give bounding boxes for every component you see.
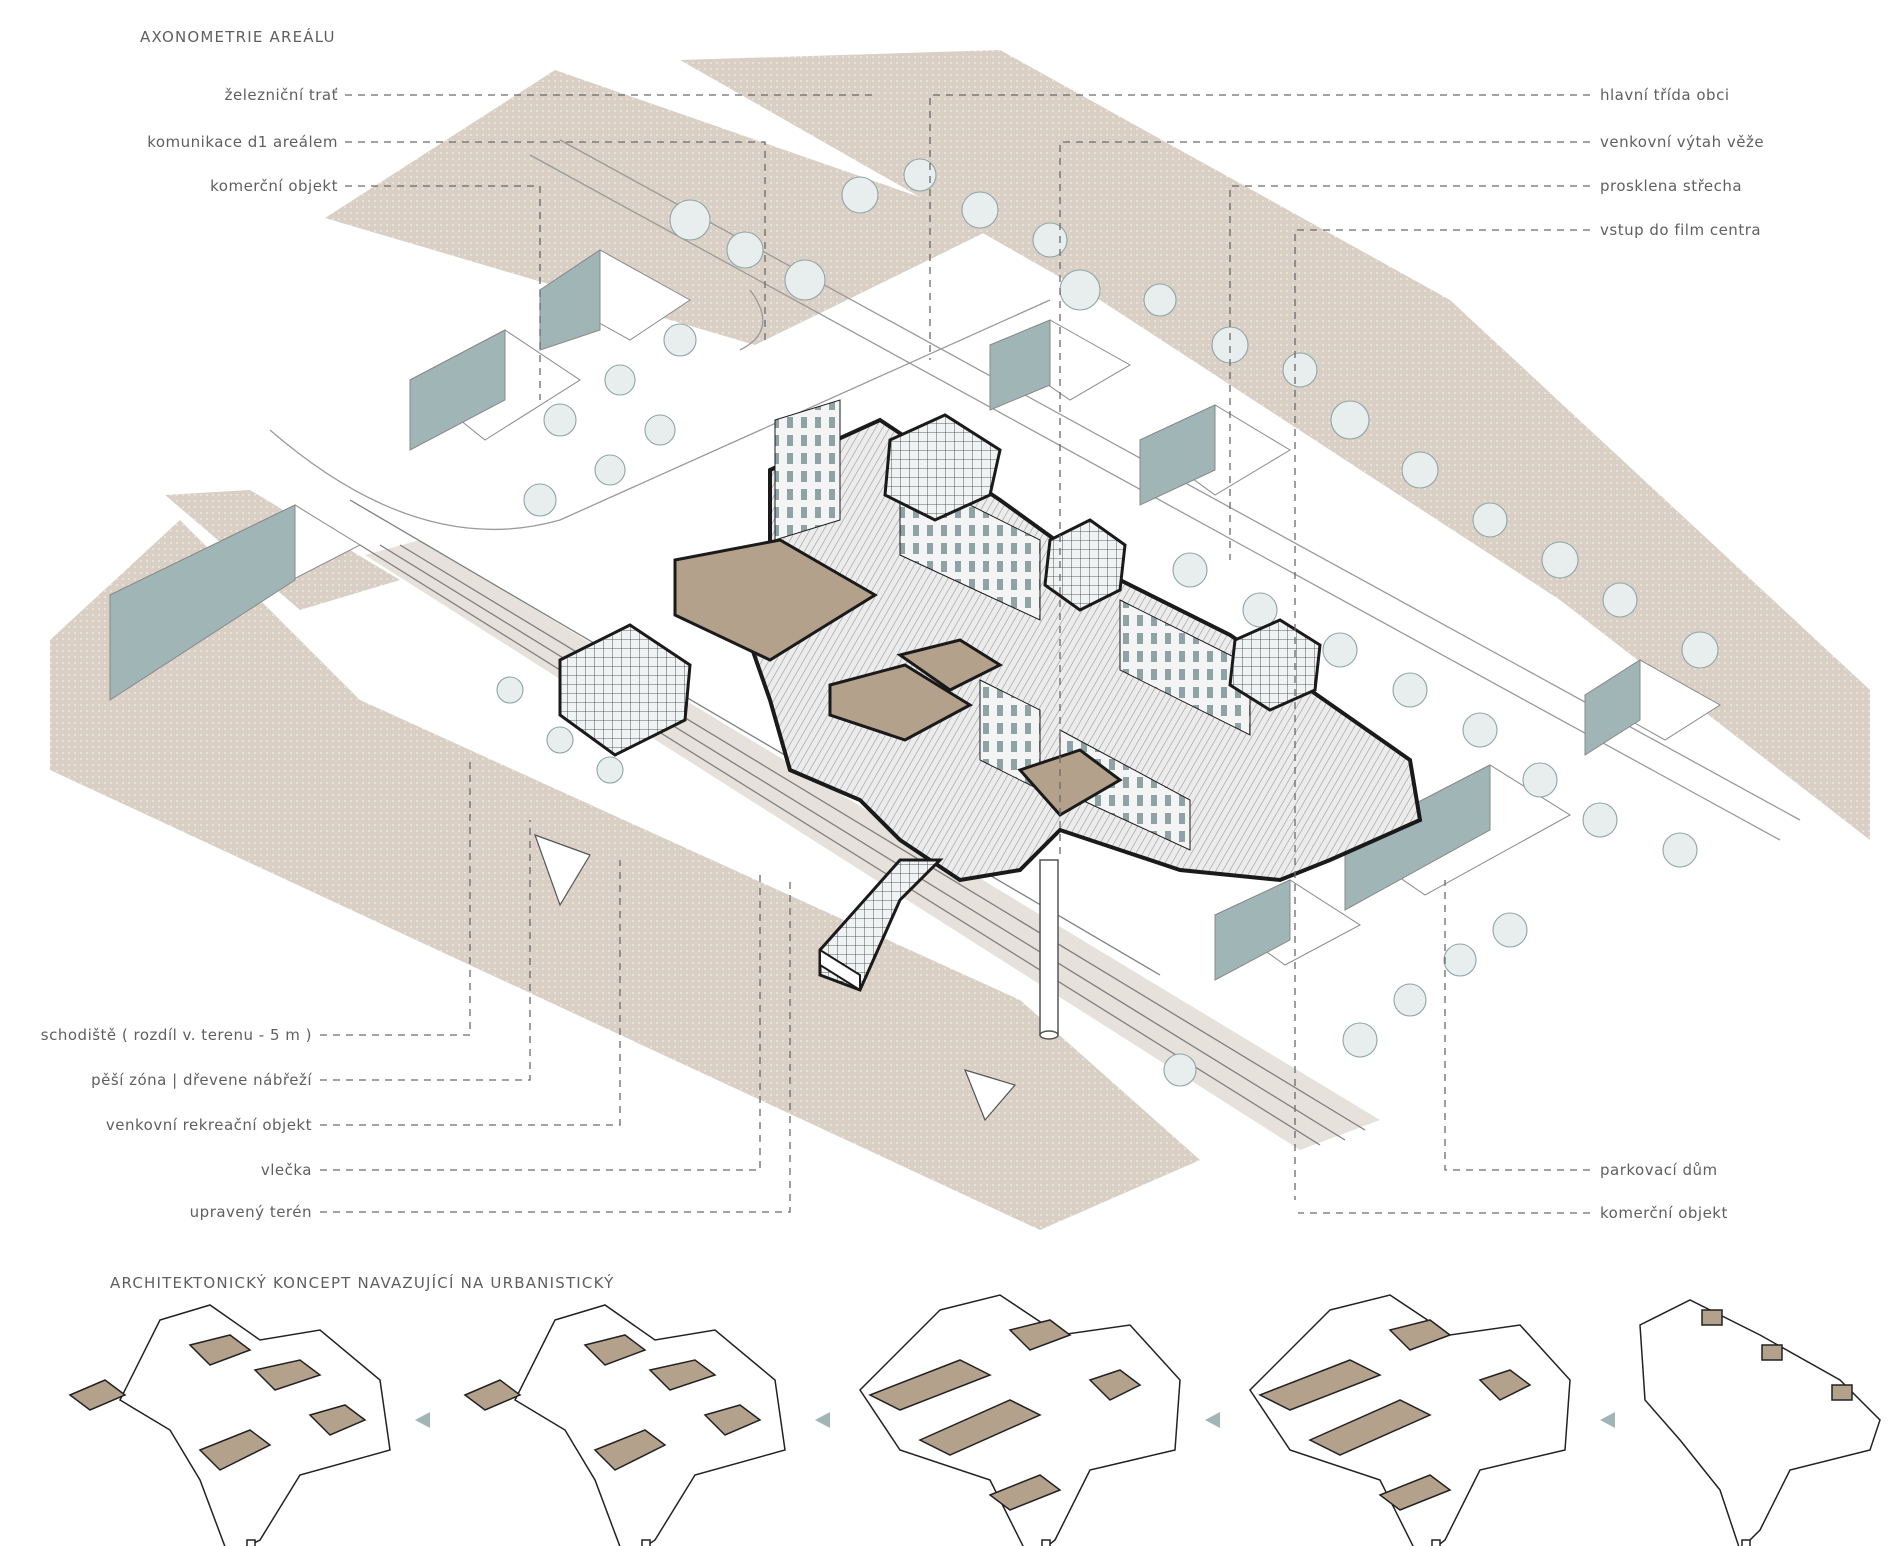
glass-box-right (1228, 618, 1322, 712)
concept-stage-3 (859, 1294, 1181, 1546)
concept-stage-4 (1249, 1294, 1571, 1546)
concept-arrow-icon (815, 1412, 830, 1428)
concept-stage-5 (1639, 1299, 1881, 1546)
label-stairs: schodiště ( rozdíl v. terenu - 5 m ) (41, 1026, 312, 1044)
concept-arrow-icon (1600, 1412, 1615, 1428)
ground-plate-east-strip (680, 50, 1870, 840)
facade-windows-1 (774, 399, 841, 541)
label-railway: železniční trať (225, 86, 338, 104)
glass-box-top (883, 413, 1002, 522)
label-commercial-east: komerční objekt (1600, 1204, 1728, 1222)
labels-left: železniční trať komunikace d1 areálem ko… (41, 86, 338, 1221)
concept-arrow-icon (1205, 1412, 1220, 1428)
terrace-3 (896, 638, 1004, 692)
label-siding: vlečka (261, 1161, 312, 1179)
railway-lines (349, 499, 1366, 1146)
concept-title: ARCHITEKTONICKÝ KONCEPT NAVAZUJÍCÍ NA UR… (110, 1273, 614, 1292)
label-road: komunikace d1 areálem (147, 133, 338, 151)
lower-arm (818, 858, 944, 992)
terrace-2 (828, 663, 974, 742)
film-centre-complex (558, 399, 1423, 1040)
context-buildings (109, 249, 1721, 981)
concept-diagrams (68, 1294, 1881, 1546)
label-terrain: upravený terén (190, 1203, 312, 1221)
label-film-entrance: vstup do film centra (1600, 221, 1761, 239)
shade-sails (534, 834, 1017, 1122)
axonometry-site: železniční trať komunikace d1 areálem ko… (41, 27, 1870, 1230)
terrace-1 (673, 538, 878, 662)
facade-windows-3 (1119, 599, 1251, 736)
ground-plate-south (50, 520, 1200, 1230)
axonometry-title: AXONOMETRIE AREÁLU (140, 27, 336, 46)
label-recreation: venkovní rekreační objekt (106, 1116, 312, 1134)
ground-plate-north (325, 70, 1000, 345)
label-tower-lift: venkovní výtah věže (1600, 133, 1764, 151)
concept-stage-2 (463, 1304, 786, 1546)
glass-box-left (558, 623, 692, 757)
leaders-left (320, 94, 875, 1213)
trees (496, 158, 1719, 1087)
label-glass-roof: prosklena střecha (1600, 177, 1742, 195)
label-main-street: hlavní třída obci (1600, 86, 1730, 104)
tower-shaft (1039, 859, 1059, 1036)
glass-box-middle (1043, 518, 1127, 612)
label-commercial-west: komerční objekt (210, 177, 338, 195)
concept-arrows (415, 1412, 1615, 1428)
concept-arrow-icon (415, 1412, 430, 1428)
label-parking: parkovací dům (1600, 1161, 1718, 1179)
concept-stage-1 (68, 1304, 391, 1546)
labels-right: hlavní třída obci venkovní výtah věže pr… (1600, 86, 1764, 1222)
lower-arm-end (819, 948, 861, 992)
leaders-right (929, 94, 1590, 1214)
label-pedestrian: pěší zóna | dřevene nábřeží (91, 1071, 312, 1089)
